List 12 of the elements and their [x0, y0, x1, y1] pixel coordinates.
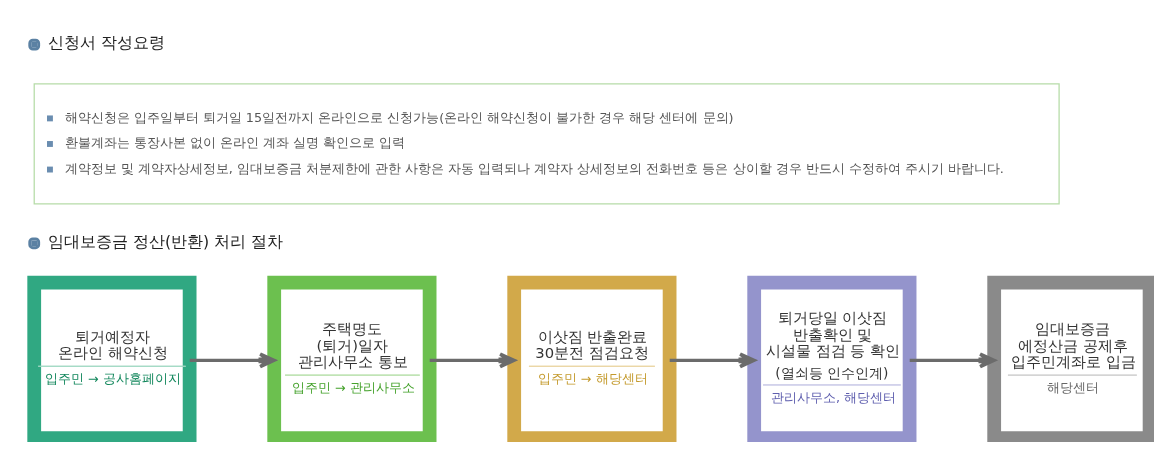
node-box: 주택명도 (퇴거)일자 관리사무소 통보 입주민 → 관리사무소 [267, 275, 437, 442]
arrow [429, 351, 516, 368]
arrow [189, 351, 276, 368]
node-box: 퇴거당일 이삿짐 반출확인 및 시설물 점검 등 확인 (열쇠등 인수인계) 관리사무소, 해당센터 [747, 275, 917, 442]
node-box: 해약신청은 입주일부터 퇴거일 15일전까지 온라인으로 신청가능(온라인 해약신청이 불가한 경우 해당 센터에 문의) 환불계좌는 통장사본 없이 온라인 계좌 실명 확인으로 입력 계약정보 및 계약자상세정보, 임대보증금 처분제한에 관한 사항은 자동 입력되나 계약자 상세정보의 전화번호 등은 상이할 경우 반드시 수정하여 주시기 바랍니다. [33, 82, 1060, 205]
node-box: 이삿짐 반출완료 30분전 점검요청 입주민 → 해당센터 [507, 275, 677, 442]
label: 임대보증금 정산(반환) 처리 절차 [47, 231, 284, 251]
arrow [669, 351, 756, 368]
node-box: 퇴거예정자 온라인 해약신청 입주민 → 공사홈페이지 [27, 275, 197, 442]
node-box: 임대보증금 에정산금 공제후 입주민계좌로 입금 해당센터 [987, 275, 1154, 442]
arrow [909, 351, 996, 368]
label: 신청서 작성요령 [47, 32, 165, 52]
